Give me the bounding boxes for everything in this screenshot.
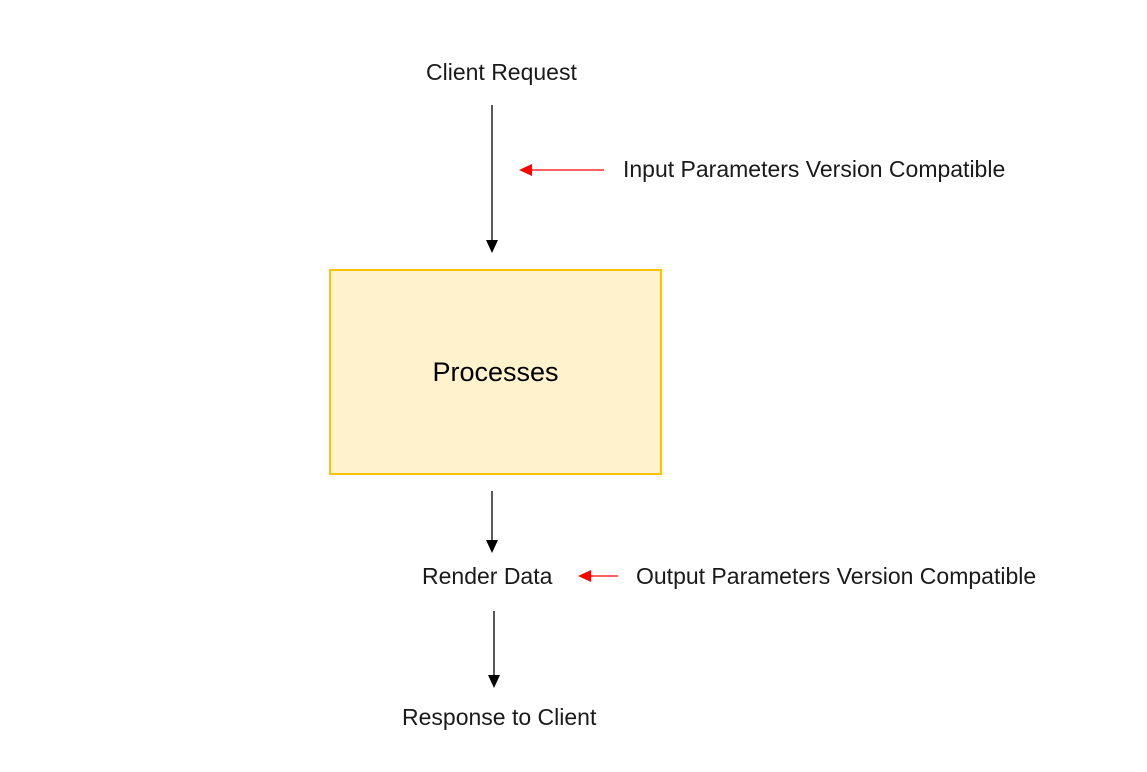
process-box: Processes [329, 269, 662, 475]
output-compat-annotation: Output Parameters Version Compatible [636, 563, 1037, 589]
arrow-request-to-process [486, 105, 498, 253]
process-label: Processes [432, 356, 559, 387]
arrow-input-compat [519, 164, 604, 176]
client-request-label: Client Request [426, 59, 577, 85]
arrow-process-to-render [486, 491, 498, 553]
response-to-client-label: Response to Client [402, 704, 597, 730]
input-compat-annotation: Input Parameters Version Compatible [623, 156, 1006, 182]
render-data-label: Render Data [422, 563, 553, 589]
arrow-render-to-response [488, 611, 500, 688]
arrow-output-compat [578, 570, 618, 582]
